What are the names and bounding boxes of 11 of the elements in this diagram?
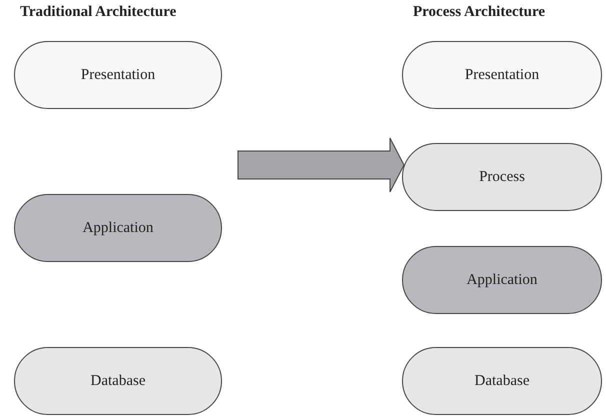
pill-label: Application xyxy=(82,218,154,238)
pill-label: Presentation xyxy=(80,66,156,85)
column-heading: Traditional Architecture xyxy=(20,3,176,22)
pill-label: Database xyxy=(474,372,530,391)
pill-label: Process xyxy=(479,168,525,187)
column-heading: Process Architecture xyxy=(413,3,546,22)
block-arrow xyxy=(238,138,405,192)
rounded-pill xyxy=(402,143,602,211)
pill-label: Application xyxy=(466,270,538,290)
pill-label: Presentation xyxy=(464,66,540,85)
pill-label: Database xyxy=(90,372,146,391)
